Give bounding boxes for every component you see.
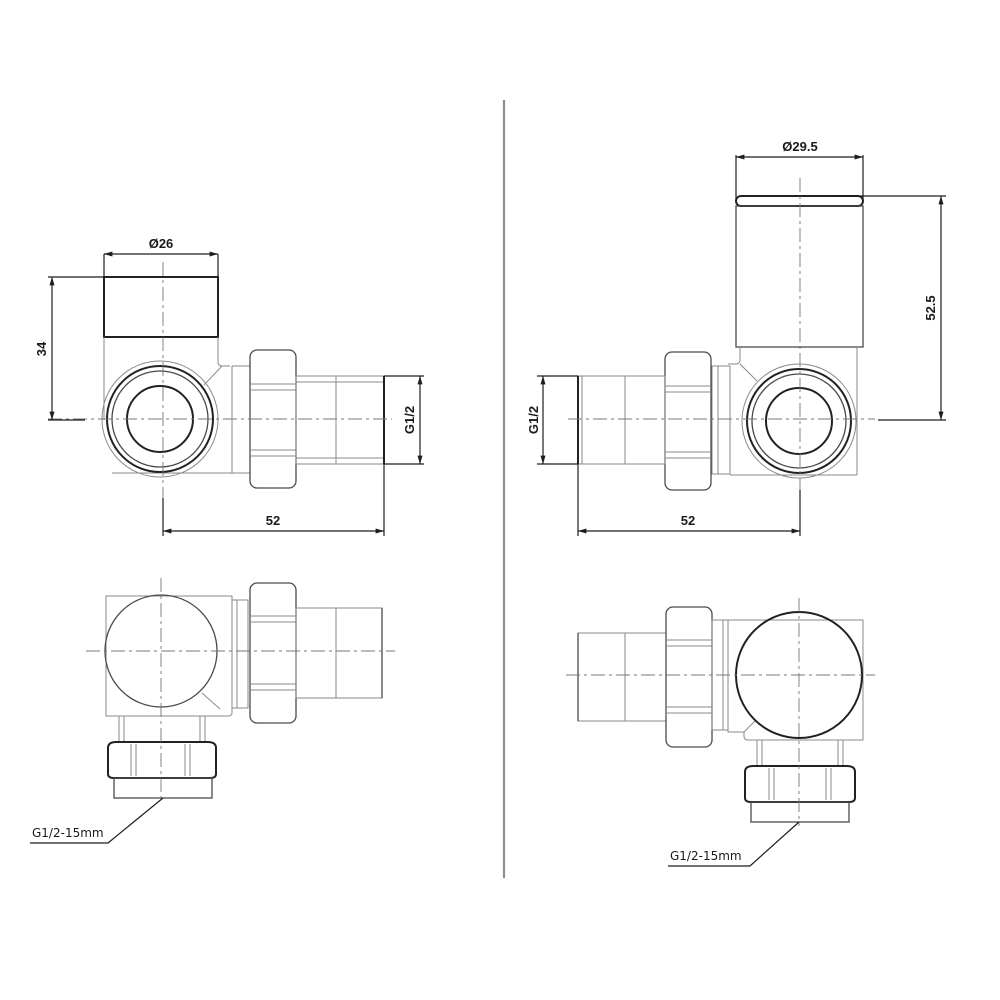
left-thread-label: G1/2 (402, 406, 417, 434)
right-end-bore (765, 387, 833, 455)
right-cap-diameter-label: Ø29.5 (782, 139, 817, 154)
right-valve-bottom-view: G1/2-15mm (566, 598, 875, 867)
right-end-ring (746, 368, 852, 474)
right-length-label: 52 (681, 513, 695, 528)
right-valve-top-view: Ø29.5 52.5 G1/2 52 (526, 139, 946, 536)
right-cap-height-label: 52.5 (923, 295, 938, 320)
left-tail (295, 375, 385, 465)
left-cap (103, 276, 219, 338)
right-compression-nut (744, 765, 856, 803)
left-valve-bottom-view: G1/2-15mm (30, 578, 395, 844)
right-bottom-union-nut (665, 606, 713, 748)
left-cap-height-label: 34 (34, 341, 49, 356)
left-cap-diameter-label: Ø26 (149, 236, 174, 251)
left-bottom-union-nut (249, 582, 297, 724)
left-compression-nut (107, 741, 217, 779)
right-cap-top-band (735, 195, 864, 207)
right-thread-label: G1/2 (526, 406, 541, 434)
left-connection-label: G1/2-15mm (32, 826, 104, 840)
left-length-label: 52 (266, 513, 280, 528)
right-connection-label: G1/2-15mm (670, 849, 742, 863)
right-union-nut (664, 351, 712, 491)
left-valve-top-view: Ø26 34 G1/2 52 (34, 236, 424, 536)
right-cap (735, 205, 864, 348)
